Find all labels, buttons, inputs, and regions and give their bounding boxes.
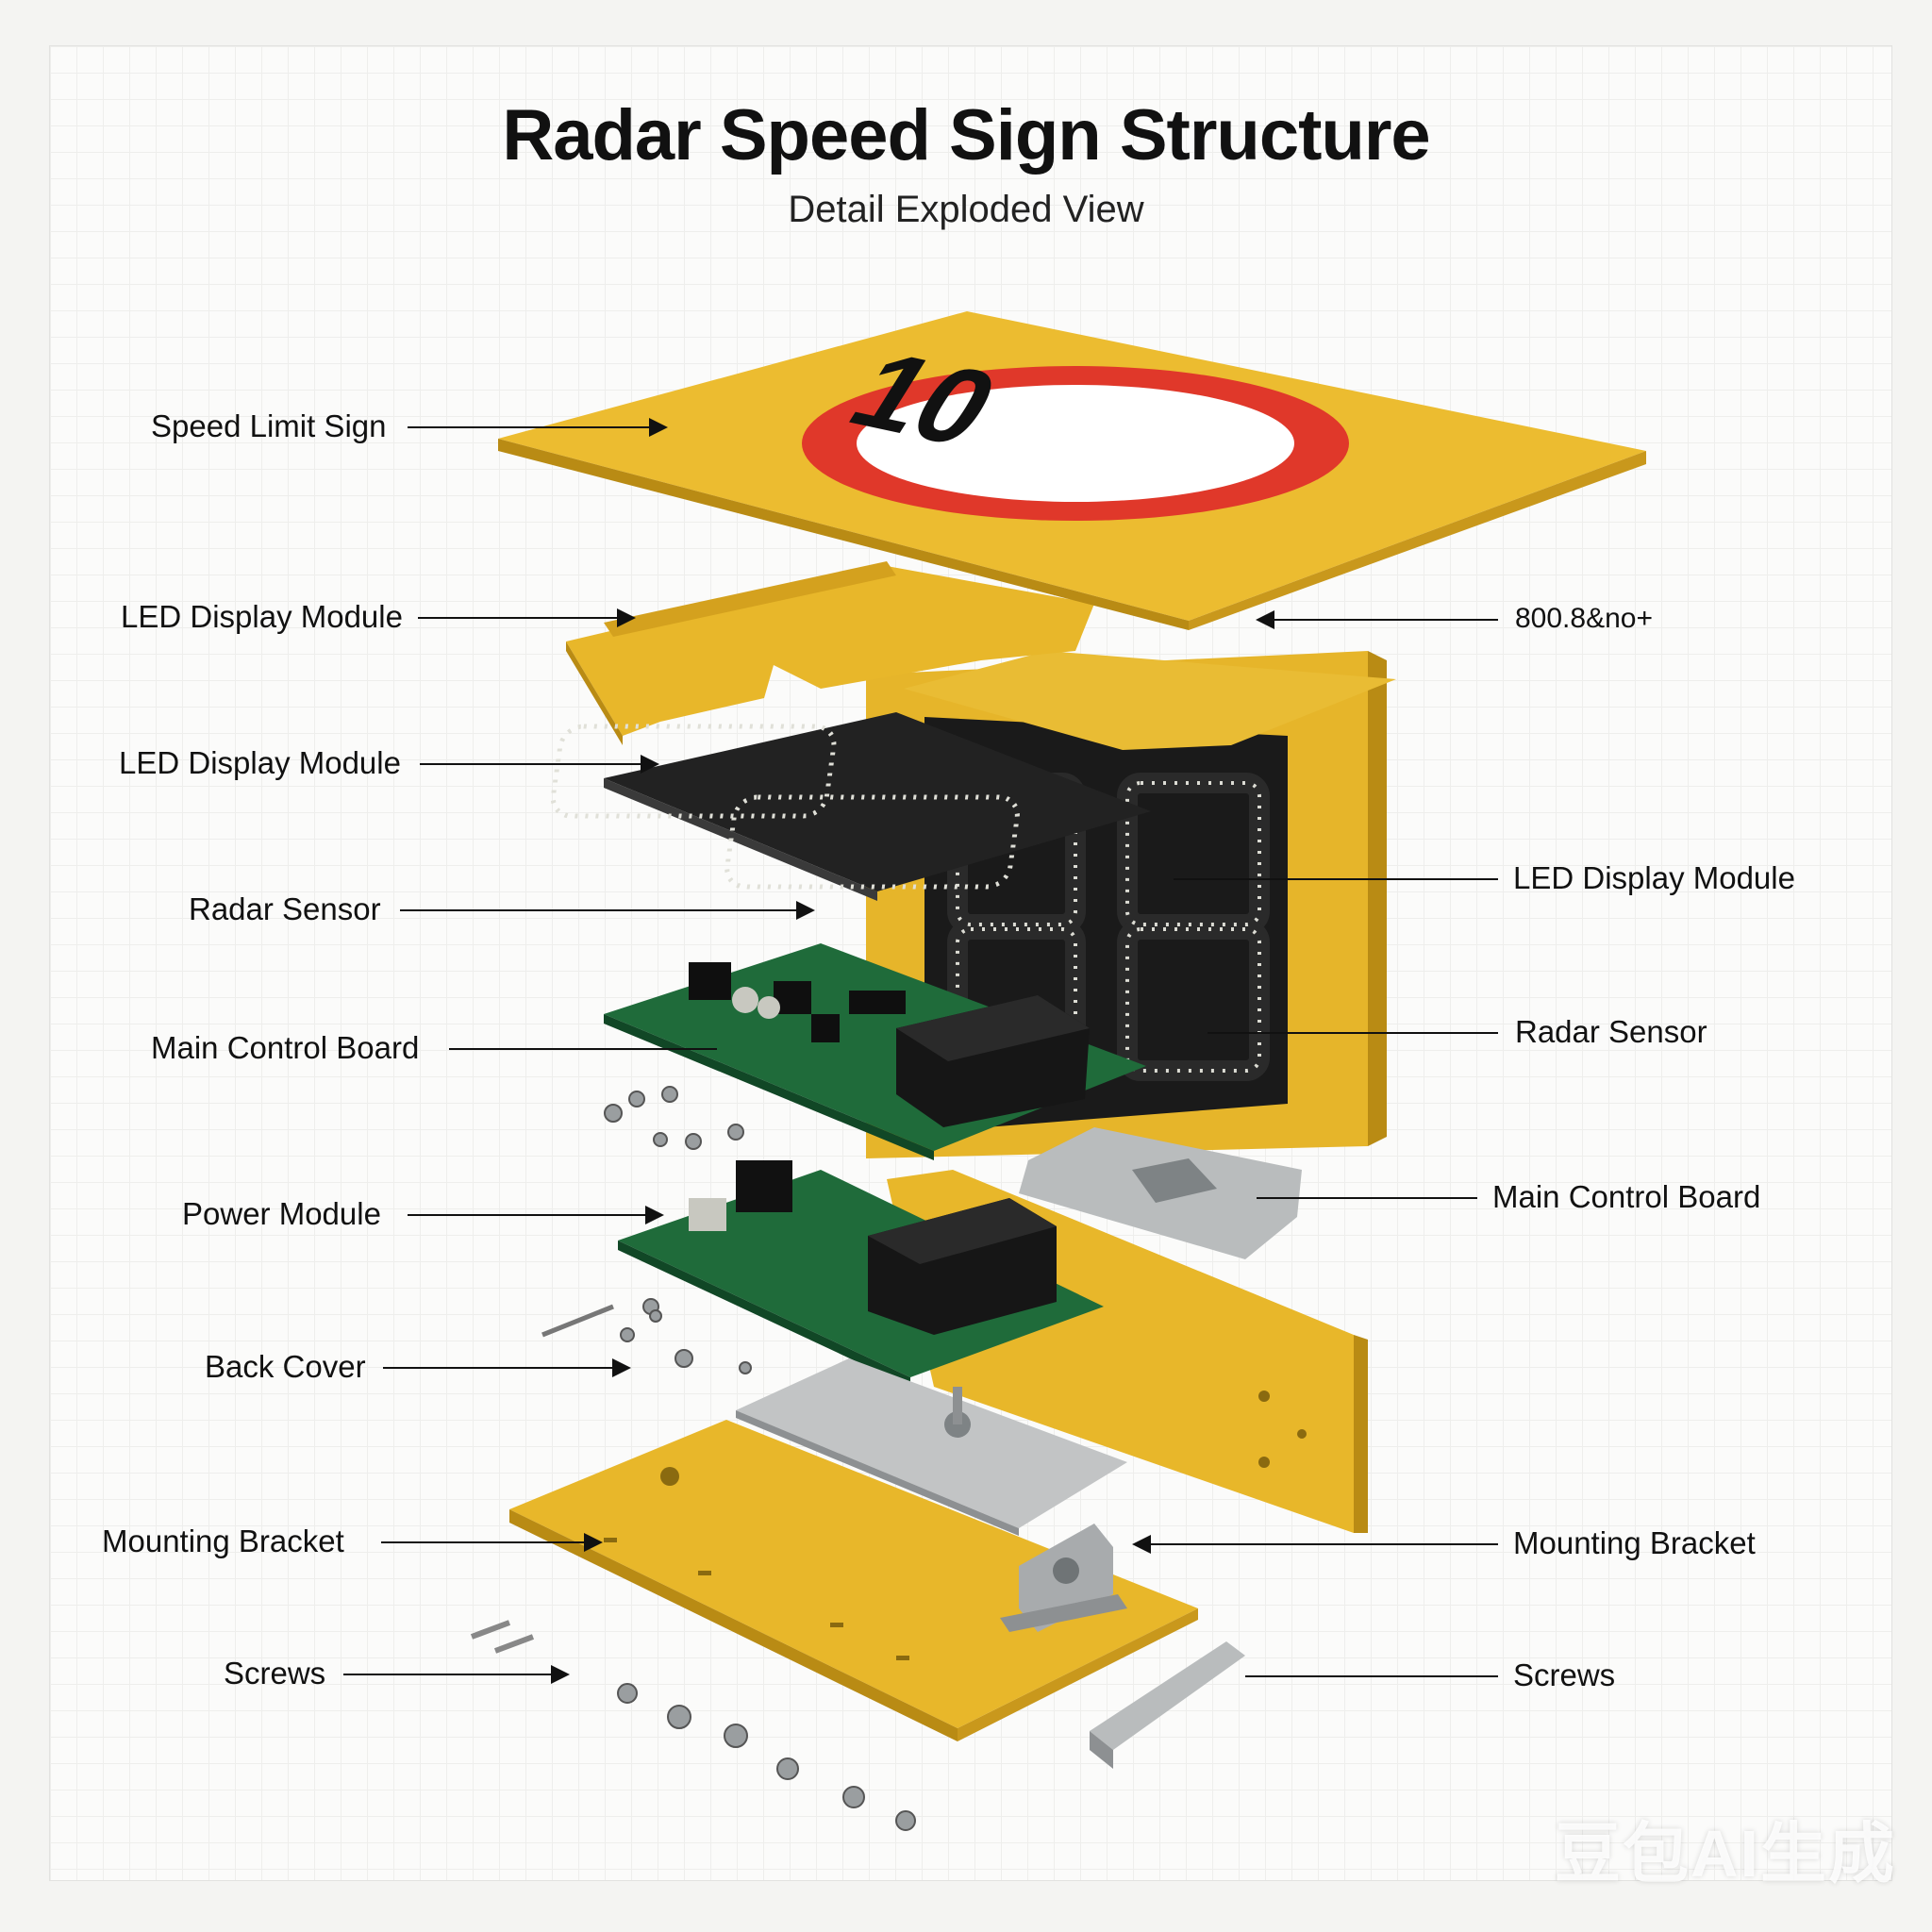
silver-base-plate <box>736 1358 1127 1536</box>
page-title: Radar Speed Sign Structure <box>502 95 1430 175</box>
label-mounting-bracket-left: Mounting Bracket <box>102 1524 344 1558</box>
label-radar-sensor-right: Radar Sensor <box>1515 1014 1707 1049</box>
leader-lines-left <box>343 418 815 1684</box>
metal-bracket-upper <box>1019 1127 1302 1259</box>
top-cover-plate <box>904 651 1396 750</box>
power-module-board <box>618 1160 1104 1387</box>
label-led-display-module-right: LED Display Module <box>1513 860 1795 895</box>
label-radar-sensor-left: Radar Sensor <box>189 891 381 926</box>
bottom-tray <box>509 1420 1198 1741</box>
upper-bracket-plate <box>566 561 1094 745</box>
label-mounting-bracket-right: Mounting Bracket <box>1513 1525 1756 1560</box>
label-main-control-board-left: Main Control Board <box>151 1030 420 1065</box>
label-speed-limit-sign: Speed Limit Sign <box>151 408 387 443</box>
label-screws-left: Screws <box>224 1656 326 1690</box>
label-back-cover: Back Cover <box>205 1349 366 1384</box>
label-screws-right: Screws <box>1513 1657 1616 1692</box>
main-control-board <box>604 943 1146 1160</box>
label-power-module: Power Module <box>182 1196 381 1231</box>
label-led-display-module-1: LED Display Module <box>121 599 403 634</box>
label-dimension-text: 800.8&no+ <box>1515 603 1653 634</box>
ai-watermark: 豆包AI生成 <box>1555 1817 1896 1890</box>
speed-limit-sign: 10 <box>498 311 1646 630</box>
metal-rail <box>1090 1641 1245 1769</box>
page-subtitle: Detail Exploded View <box>788 189 1144 230</box>
led-display-board <box>550 712 1151 901</box>
leader-lines-right <box>1132 610 1498 1677</box>
screws-hardware <box>470 1086 916 1831</box>
label-led-display-module-2: LED Display Module <box>119 745 401 780</box>
label-main-control-board-right: Main Control Board <box>1492 1179 1761 1214</box>
angle-bracket <box>1000 1524 1127 1632</box>
